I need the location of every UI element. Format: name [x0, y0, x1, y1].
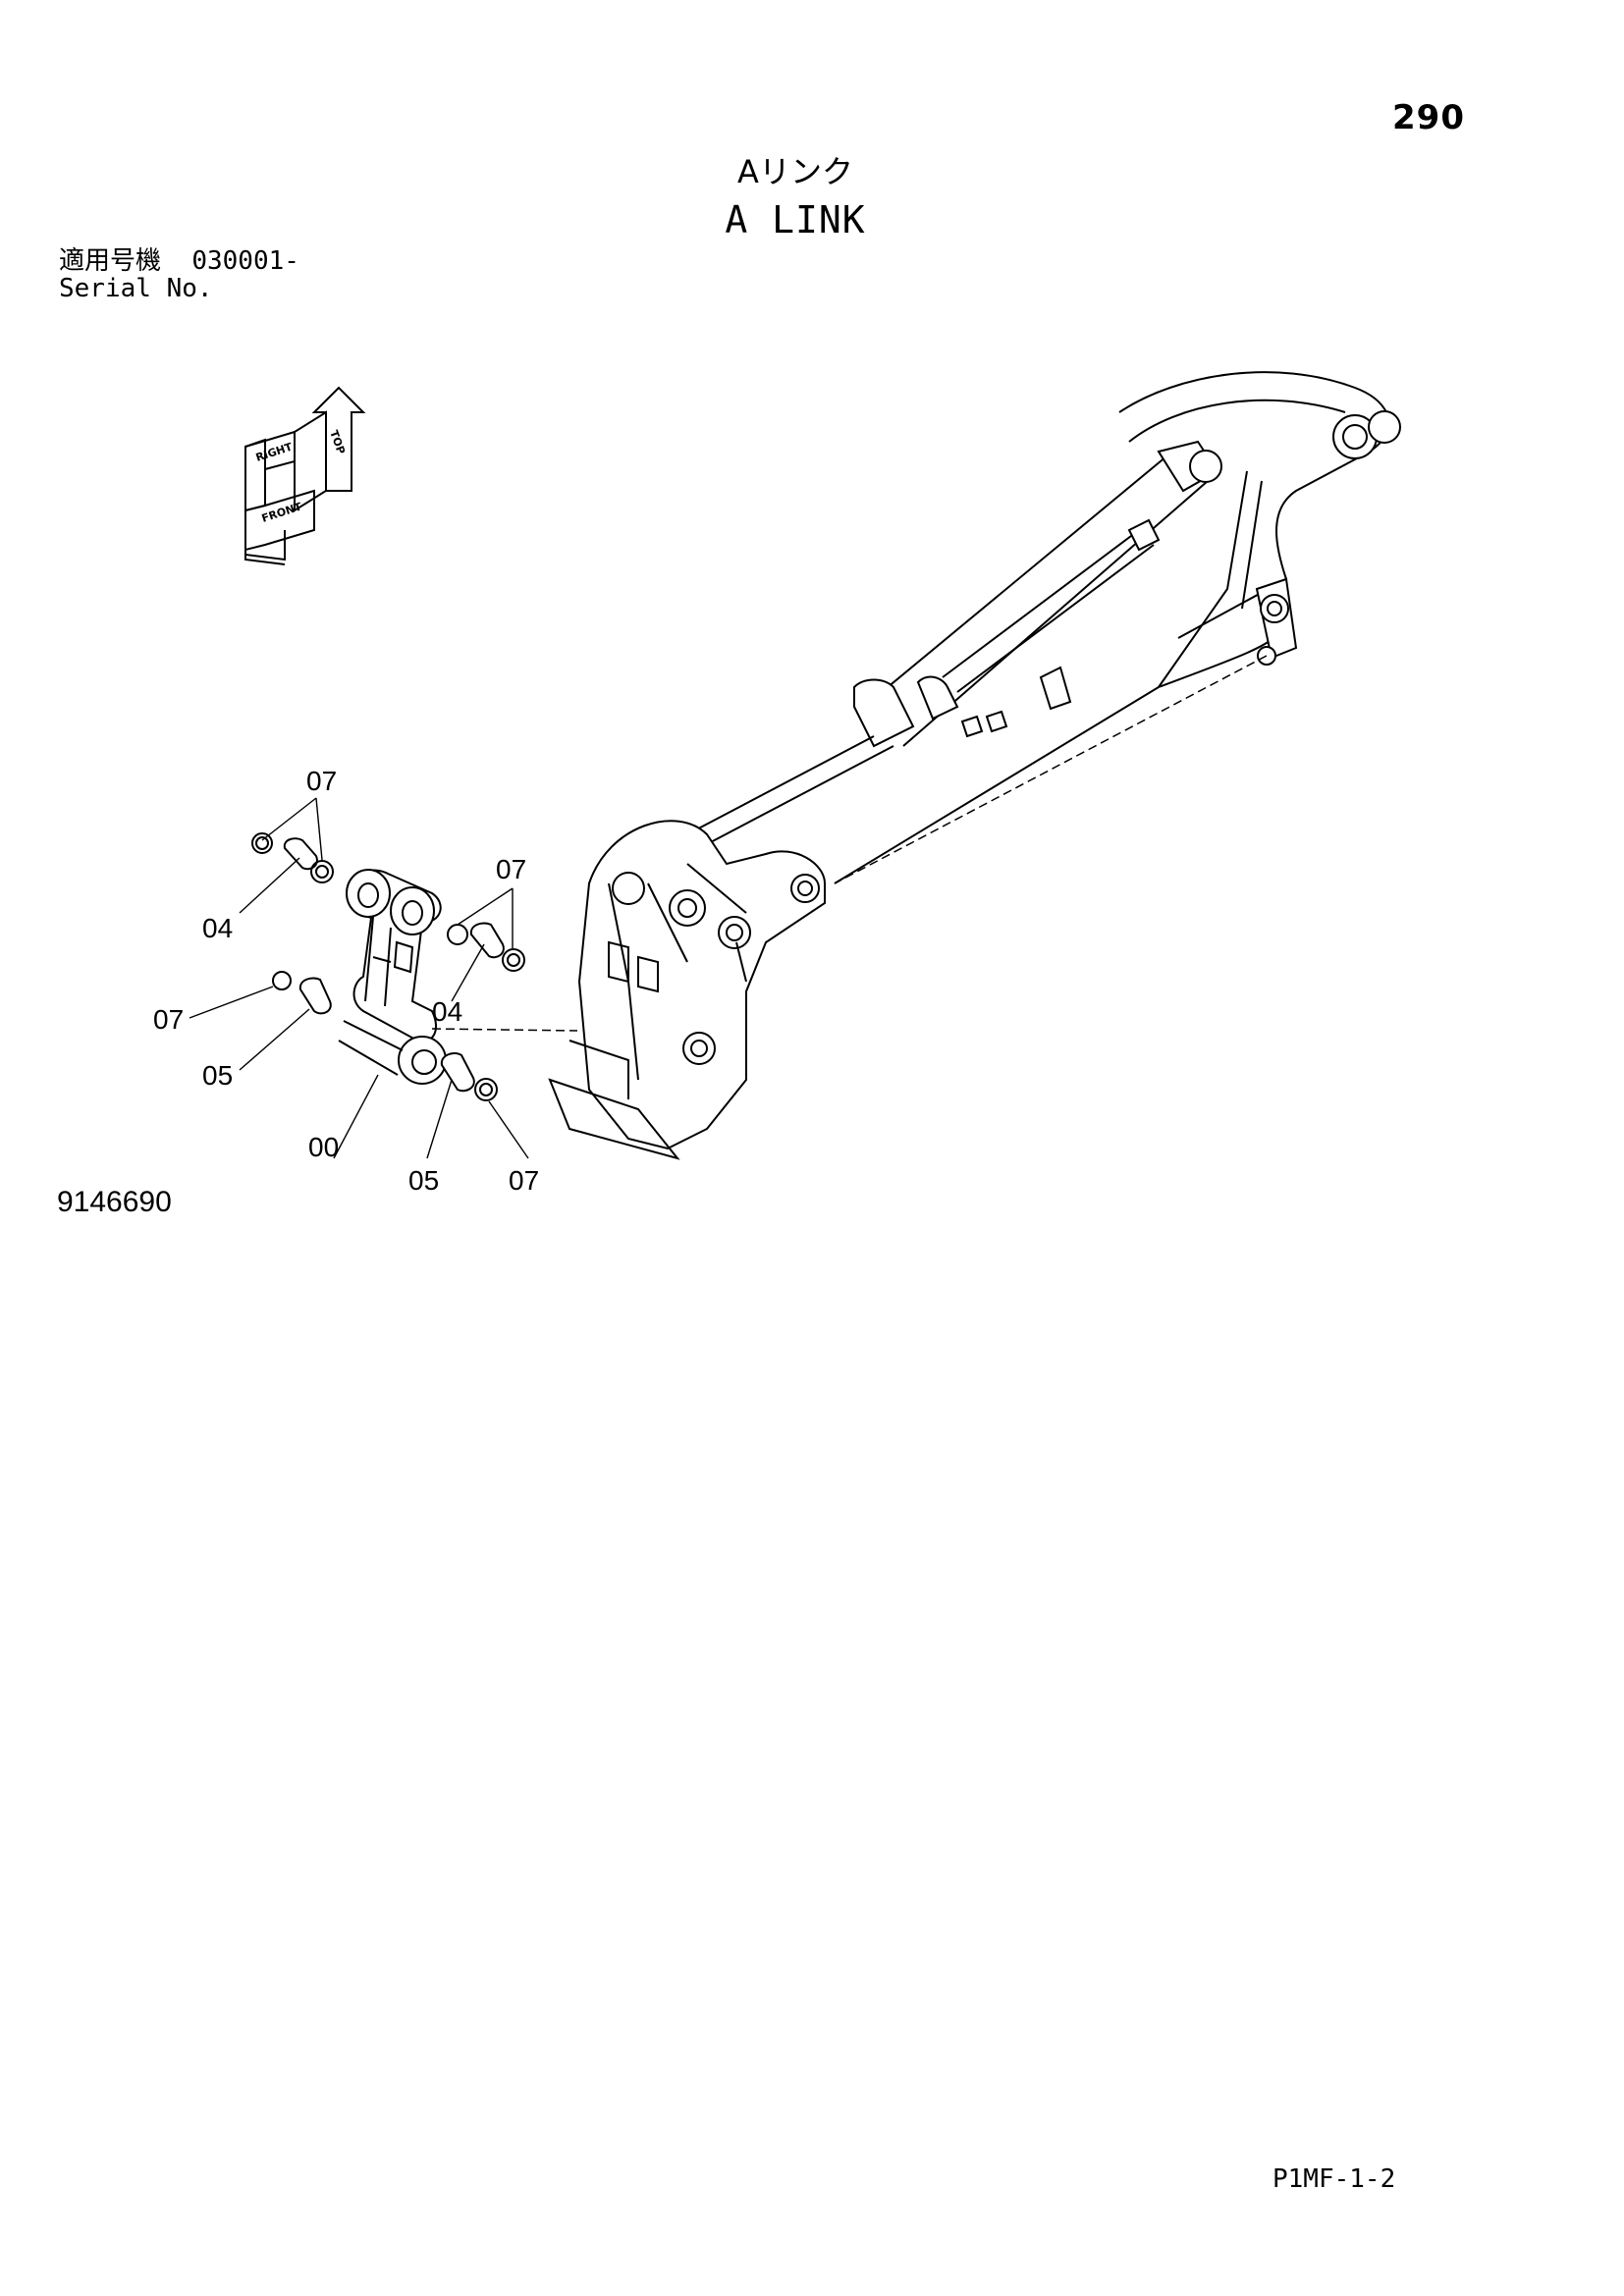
callout-07-bottom: 07 [509, 1165, 539, 1196]
leader-lines [189, 797, 529, 1159]
page-code: P1MF-1-2 [1272, 2164, 1396, 2194]
drawing-number: 9146690 [57, 1186, 172, 1218]
serial-block: 適用号機 030001- Serial No. [59, 247, 299, 302]
callout-07-left: 07 [153, 1004, 184, 1035]
callout-07-upper-right: 07 [496, 854, 526, 884]
callout-05-bottom: 05 [408, 1165, 439, 1196]
title-japanese: Aリンク [737, 153, 853, 190]
orientation-indicator: TOP RIGHT FRONT [244, 386, 366, 565]
callout-04-right: 04 [432, 996, 462, 1027]
callout-05-left: 05 [202, 1060, 233, 1091]
callout-07-top: 07 [306, 766, 337, 796]
axis-label-front: FRONT [260, 500, 303, 525]
serial-label-en: Serial No. [59, 274, 213, 303]
title-english: A LINK [725, 198, 866, 241]
axis-label-top: TOP [327, 429, 348, 456]
axis-label-right: RIGHT [254, 441, 295, 464]
arm-assembly [548, 371, 1401, 1160]
a-link-parts [251, 832, 578, 1101]
callout-00: 00 [308, 1132, 339, 1162]
callout-04-left: 04 [202, 913, 233, 943]
page-number: 290 [1392, 98, 1465, 137]
serial-label-jp: 適用号機 [59, 246, 162, 276]
serial-value: 030001- [191, 246, 299, 276]
